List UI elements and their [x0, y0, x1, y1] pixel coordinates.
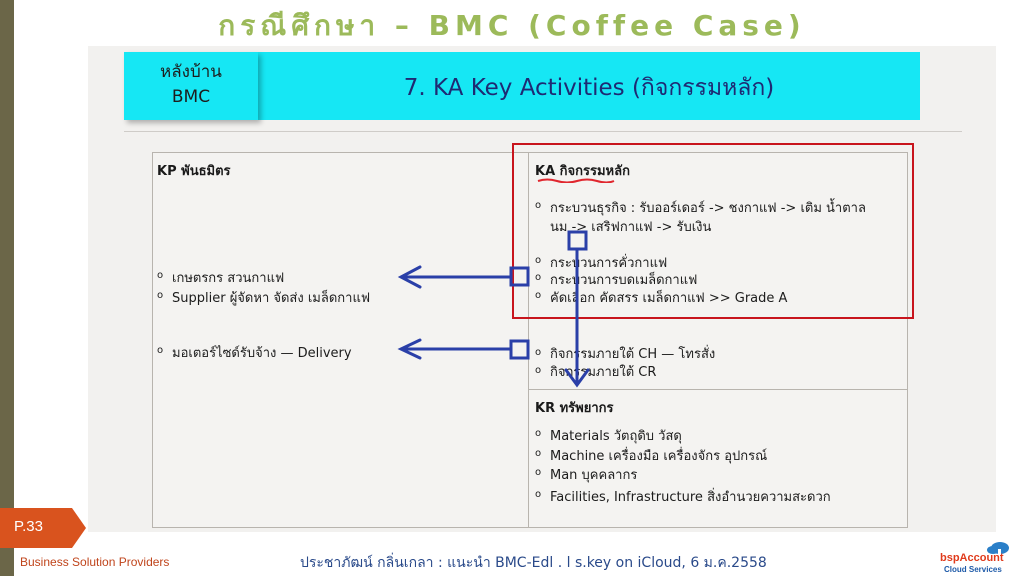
slide-title: กรณีศึกษา – BMC (Coffee Case) — [218, 9, 806, 42]
cloud-logo-icon — [987, 542, 1009, 555]
arrow-left-head-2 — [397, 338, 422, 360]
kp-item-3: มอเตอร์ไซด์รับจ้าง — Delivery — [172, 346, 352, 361]
bullet-icon: o — [535, 448, 542, 459]
bullet-icon: o — [535, 255, 542, 266]
ka-heading: KA กิจกรรมหลัก — [535, 164, 630, 179]
ka-outsourced-1: กิจกรรมภายใต้ CH — โทรสั่ง — [550, 347, 716, 362]
arrow-down-head — [564, 368, 590, 388]
arrow-marker-top — [567, 230, 588, 251]
bullet-icon: o — [535, 200, 542, 211]
header-left-box: หลังบ้าน BMC — [124, 52, 258, 120]
kr-item-4: Facilities, Infrastructure สิ่งอำนวยความ… — [550, 490, 831, 505]
ka-item-1: กระบวนการคั่วกาแฟ — [550, 256, 668, 271]
kr-item-3: Man บุคคลากร — [550, 468, 638, 483]
ka-process-line1: กระบวนธุรกิจ : รับออร์เดอร์ -> ชงกาแฟ ->… — [550, 201, 866, 216]
bullet-icon: o — [157, 345, 164, 356]
footer-caption: ประชาภัฒน์ กลิ่นเกลา : แนะนำ BMC-Edl . l… — [300, 555, 767, 571]
ka-item-3: คัดเลือก คัดสรร เมล็ดกาแฟ >> Grade A — [550, 291, 788, 306]
bullet-icon: o — [535, 428, 542, 439]
arrow-marker-low — [509, 339, 530, 360]
ka-item-2: กระบวนการบดเมล็ดกาแฟ — [550, 273, 698, 288]
bullet-icon: o — [535, 347, 542, 358]
page-number-badge: P.33 — [0, 508, 86, 548]
ka-red-underline — [537, 178, 615, 183]
arrow-left-head-1 — [397, 265, 422, 289]
bullet-icon: o — [535, 489, 542, 500]
arrow-marker-mid — [509, 266, 530, 287]
table-horizontal-divider — [528, 389, 908, 390]
kr-item-2: Machine เครื่องมือ เครื่องจักร อุปกรณ์ — [550, 449, 768, 464]
left-accent-bar — [0, 0, 14, 576]
kp-heading: KP พันธมิตร — [157, 164, 231, 179]
bullet-icon: o — [535, 290, 542, 301]
divider — [124, 131, 962, 132]
header-left-line1: หลังบ้าน — [160, 62, 222, 82]
bullet-icon: o — [535, 365, 542, 376]
bullet-icon: o — [157, 270, 164, 281]
kp-item-1: เกษตรกร สวนกาแฟ — [172, 271, 285, 286]
ka-process-line2: นม -> เสริฟกาแฟ -> รับเงิน — [550, 220, 712, 235]
header-title: 7. KA Key Activities (กิจกรรมหลัก) — [403, 75, 775, 101]
logo-subtitle: Cloud Services — [944, 565, 1002, 574]
kr-heading: KR ทรัพยากร — [535, 401, 614, 416]
kr-item-1: Materials วัตถุดิบ วัสดุ — [550, 429, 682, 444]
bullet-icon: o — [535, 467, 542, 478]
ka-highlight-box — [512, 143, 914, 319]
bullet-icon: o — [535, 272, 542, 283]
logo-name: bspAccount — [940, 552, 1004, 564]
bullet-icon: o — [157, 290, 164, 301]
bmc-table — [152, 152, 908, 528]
header-left-line2: BMC — [171, 87, 211, 107]
kp-item-2: Supplier ผู้จัดหา จัดส่ง เมล็ดกาแฟ — [172, 291, 371, 306]
footer-company: Business Solution Providers — [20, 555, 170, 569]
